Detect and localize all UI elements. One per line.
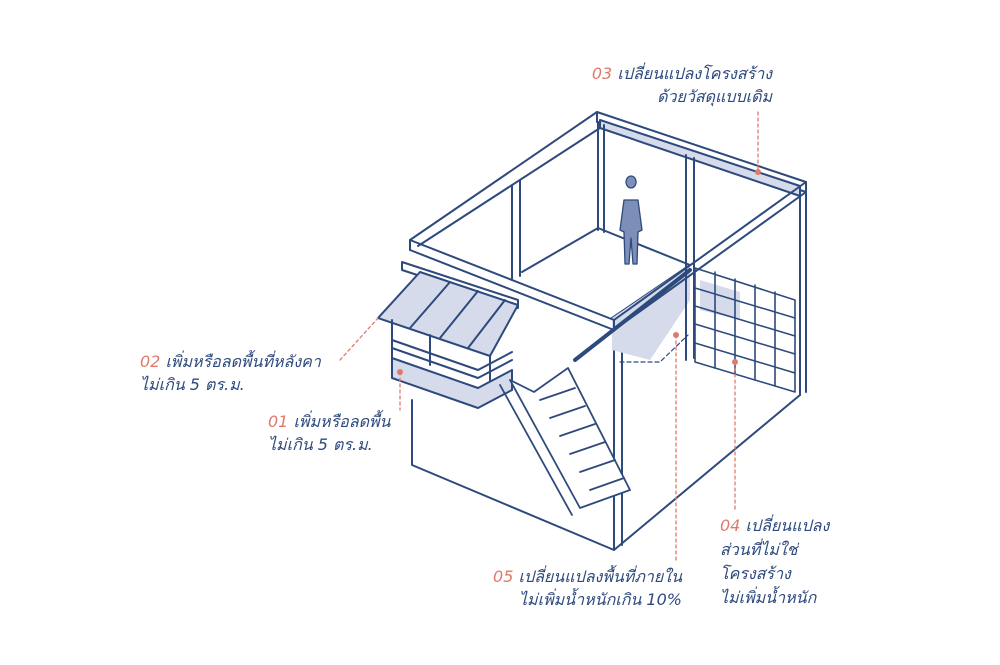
- label-02: 02 เพิ่มหรือลดพื้นที่หลังคา ไม่เกิน 5 ตร…: [140, 350, 321, 396]
- balcony: [391, 334, 513, 409]
- label-line: ด้วยวัสดุแบบเดิม: [657, 87, 772, 106]
- label-line: เปลี่ยนแปลง: [745, 516, 830, 535]
- label-line: เปลี่ยนแปลงโครงสร้าง: [617, 64, 772, 83]
- label-number: 05: [493, 567, 514, 586]
- label-line: เพิ่มหรือลดพื้นที่หลังคา: [165, 352, 321, 371]
- label-number: 02: [140, 352, 161, 371]
- grid-wall: [694, 267, 796, 393]
- label-01: 01 เพิ่มหรือลดพื้น ไม่เกิน 5 ตร.ม.: [268, 410, 390, 456]
- label-line: ไม่เกิน 5 ตร.ม.: [140, 375, 245, 394]
- label-number: 01: [268, 412, 289, 431]
- roof-frame: [409, 111, 807, 361]
- label-number: 03: [591, 64, 613, 83]
- person-figure: [619, 175, 643, 265]
- label-line: ส่วนที่ไม่ใช่: [720, 540, 798, 559]
- label-line: ไม่เพิ่มน้ำหนัก: [720, 588, 817, 607]
- label-line: เพิ่มหรือลดพื้น: [293, 412, 391, 431]
- label-line: ไม่เพิ่มน้ำหนักเกิน 10%: [519, 590, 682, 609]
- label-line: เปลี่ยนแปลงพื้นที่ภายใน: [518, 567, 682, 586]
- leader-lines: [339, 111, 759, 563]
- label-line: โครงสร้าง: [720, 564, 791, 583]
- label-03: 03 เปลี่ยนแปลงโครงสร้าง ด้วยวัสดุแบบเดิม: [560, 62, 772, 108]
- label-05: 05 เปลี่ยนแปลงพื้นที่ภายใน ไม่เพิ่มน้ำหน…: [470, 565, 682, 611]
- label-line: ไม่เกิน 5 ตร.ม.: [268, 435, 373, 454]
- label-04: 04 เปลี่ยนแปลง ส่วนที่ไม่ใช่ โครงสร้าง ไ…: [720, 514, 829, 610]
- staircase: [499, 367, 631, 516]
- roof-canopy: [377, 261, 519, 393]
- label-number: 04: [720, 516, 741, 535]
